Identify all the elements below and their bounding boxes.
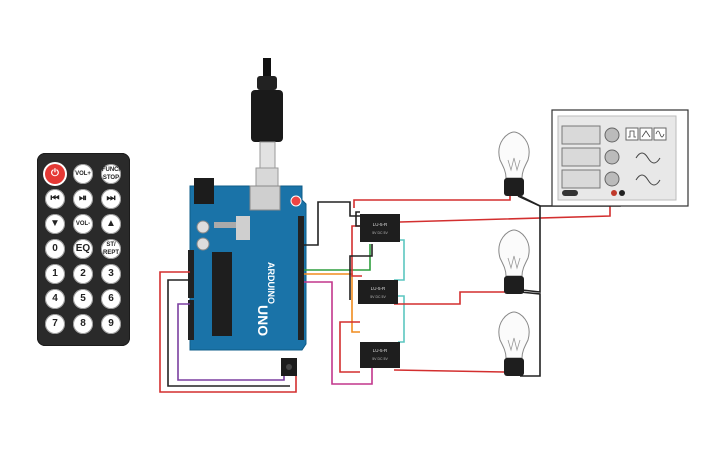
ir-remote-control[interactable]: ⏻ VOL+ FUNC/ STOP ⏮ ⏯ ⏭ ▼ VOL- ▲ 0 EQ ST… <box>37 153 130 346</box>
vol-up-button[interactable]: VOL+ <box>73 164 93 184</box>
digit-5-button[interactable]: 5 <box>73 289 93 309</box>
relay-2[interactable]: LU-5-R 5V DC 5V <box>358 280 398 304</box>
down-button[interactable]: ▼ <box>45 214 65 234</box>
digit-3-button[interactable]: 3 <box>101 264 121 284</box>
sine-wave-icon <box>653 127 667 141</box>
arduino-uno-board[interactable]: ARDUINO UNO <box>188 178 307 351</box>
power-header <box>188 250 194 298</box>
ir-receiver-sensor[interactable] <box>281 358 297 376</box>
svg-text:5V DC 5V: 5V DC 5V <box>372 357 388 361</box>
svg-text:ARDUINO: ARDUINO <box>266 262 276 304</box>
atmega-chip <box>212 252 232 336</box>
digit-7-button[interactable]: 7 <box>45 314 65 334</box>
usb-cable[interactable] <box>251 58 283 207</box>
power-button[interactable]: ⏻ <box>45 164 65 184</box>
svg-text:LU-5-R: LU-5-R <box>373 348 388 353</box>
svg-text:5V DC 5V: 5V DC 5V <box>372 231 388 235</box>
up-button[interactable]: ▲ <box>101 214 121 234</box>
light-bulb-1[interactable] <box>498 131 530 196</box>
svg-text:LU-5-R: LU-5-R <box>371 286 386 291</box>
st-rept-button[interactable]: ST/ REPT <box>101 239 121 259</box>
wires <box>159 193 621 393</box>
relay-1[interactable]: LU-5-R 5V DC 5V <box>360 214 400 242</box>
light-bulb-3[interactable] <box>498 311 530 376</box>
digit-1-button[interactable]: 1 <box>45 264 65 284</box>
vol-down-button[interactable]: VOL- <box>73 214 93 234</box>
digit-2-button[interactable]: 2 <box>73 264 93 284</box>
digit-8-button[interactable]: 8 <box>73 314 93 334</box>
light-bulb-2[interactable] <box>498 229 530 294</box>
svg-text:UNO: UNO <box>255 305 271 336</box>
digital-header <box>298 216 304 340</box>
power-jack <box>194 178 214 204</box>
reset-button <box>290 195 302 207</box>
square-wave-icon <box>625 127 639 141</box>
relay-3[interactable]: LU-5-R 5V DC 5V <box>360 342 400 368</box>
func-stop-button[interactable]: FUNC/ STOP <box>101 164 121 184</box>
digit-0-button[interactable]: 0 <box>45 239 65 259</box>
eq-button[interactable]: EQ <box>73 239 93 259</box>
svg-text:LU-5-R: LU-5-R <box>373 222 388 227</box>
play-pause-button[interactable]: ⏯ <box>73 189 93 209</box>
svg-text:5V DC 5V: 5V DC 5V <box>370 295 386 299</box>
analog-header <box>188 300 194 340</box>
digit-4-button[interactable]: 4 <box>45 289 65 309</box>
triangle-wave-icon <box>639 127 653 141</box>
function-generator[interactable] <box>551 109 689 207</box>
digit-9-button[interactable]: 9 <box>101 314 121 334</box>
usb-port <box>249 185 281 211</box>
digit-6-button[interactable]: 6 <box>101 289 121 309</box>
next-button[interactable]: ⏭ <box>101 189 121 209</box>
prev-button[interactable]: ⏮ <box>45 189 65 209</box>
